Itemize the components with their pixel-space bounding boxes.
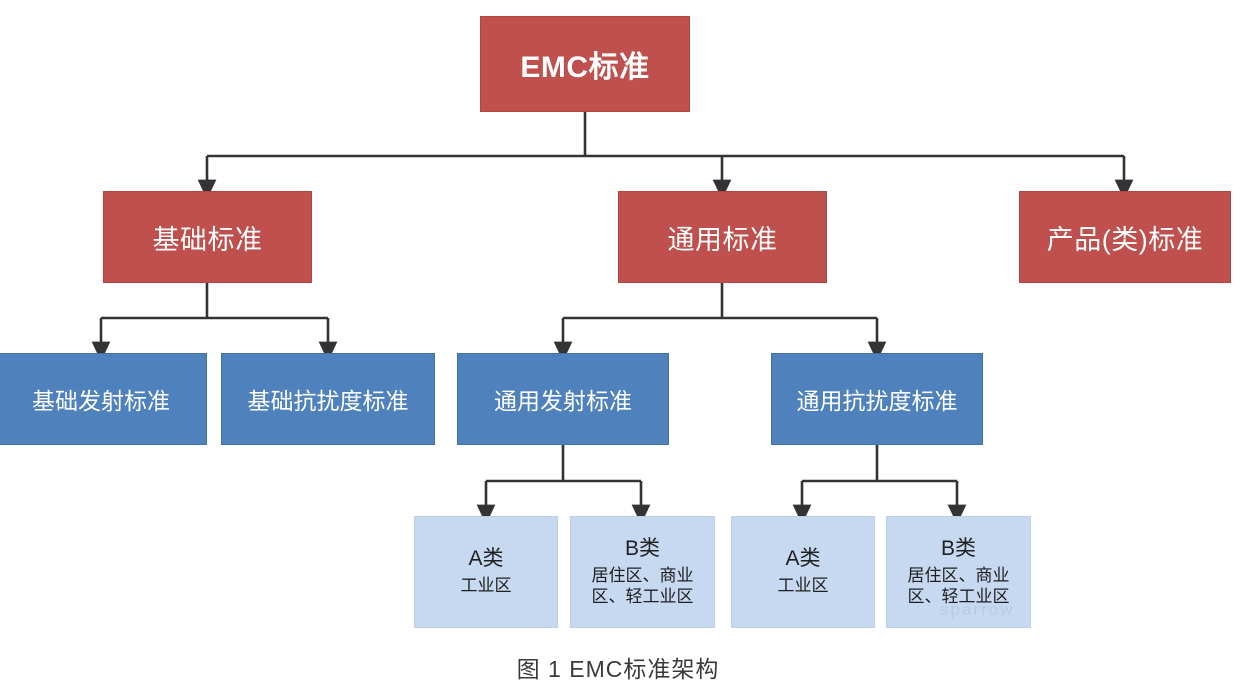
node-sublabel: 居住区、商业 区、轻工业区 (591, 565, 694, 607)
node-label: 基础发射标准 (32, 388, 170, 414)
node-class-a-immunity[interactable]: A类 工业区 (731, 516, 875, 628)
node-emc-standard[interactable]: EMC标准 (480, 16, 690, 112)
node-generic-standard[interactable]: 通用标准 (618, 191, 827, 283)
node-label: 产品(类)标准 (1046, 224, 1204, 255)
node-generic-emission-standard[interactable]: 通用发射标准 (457, 353, 669, 445)
figure-caption: 图 1 EMC标准架构 (516, 656, 720, 682)
node-label: B类 (940, 536, 976, 560)
node-basic-immunity-standard[interactable]: 基础抗扰度标准 (221, 353, 435, 445)
node-class-a-emission[interactable]: A类 工业区 (414, 516, 558, 628)
node-basic-emission-standard[interactable]: 基础发射标准 (0, 353, 207, 445)
node-generic-immunity-standard[interactable]: 通用抗扰度标准 (771, 353, 983, 445)
node-sublabel: 工业区 (460, 576, 512, 596)
node-label: A类 (468, 547, 504, 571)
node-label: 通用发射标准 (494, 388, 632, 414)
node-label: 基础抗扰度标准 (247, 388, 409, 414)
node-class-b-immunity[interactable]: B类 居住区、商业 区、轻工业区 (886, 516, 1031, 628)
node-basic-standard[interactable]: 基础标准 (103, 191, 312, 283)
node-label: B类 (624, 536, 660, 560)
node-sublabel: 居住区、商业 区、轻工业区 (907, 565, 1010, 607)
node-label: EMC标准 (520, 51, 650, 84)
node-product-standard[interactable]: 产品(类)标准 (1019, 191, 1231, 283)
node-label: 通用抗扰度标准 (796, 388, 958, 414)
node-label: 通用标准 (667, 224, 778, 255)
node-sublabel: 工业区 (777, 576, 829, 596)
node-class-b-emission[interactable]: B类 居住区、商业 区、轻工业区 (570, 516, 715, 628)
node-label: A类 (785, 547, 821, 571)
node-label: 基础标准 (152, 224, 263, 255)
